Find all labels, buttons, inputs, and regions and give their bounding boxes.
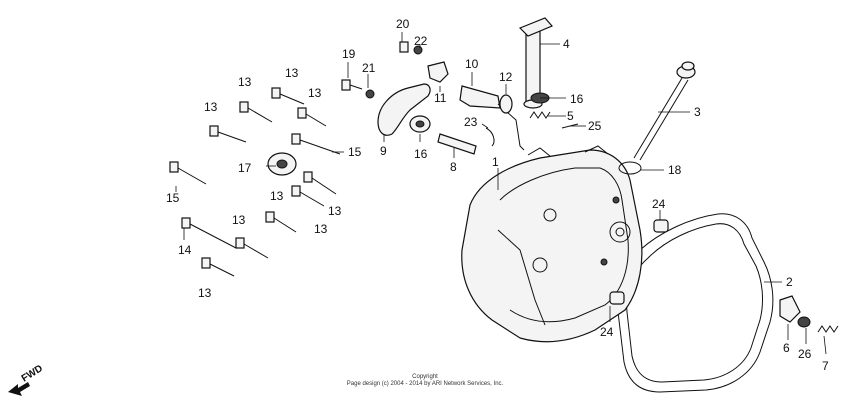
callout-24b: 24 bbox=[600, 325, 614, 339]
copyright-notice: Copyright Page design (c) 2004 - 2014 by… bbox=[300, 374, 550, 388]
callout-20: 20 bbox=[396, 17, 410, 31]
callout-14: 14 bbox=[178, 243, 192, 257]
callout-13h: 13 bbox=[232, 213, 246, 227]
forward-arrow-icon bbox=[8, 382, 30, 396]
bolt bbox=[209, 125, 247, 143]
callout-24a: 24 bbox=[652, 197, 666, 211]
bolt-19 bbox=[341, 79, 363, 91]
callout-11: 11 bbox=[434, 91, 447, 105]
bolt bbox=[169, 161, 207, 185]
bearing-16 bbox=[409, 115, 431, 133]
bolt bbox=[181, 217, 237, 249]
spring-5 bbox=[529, 111, 551, 119]
callout-17: 17 bbox=[238, 161, 252, 175]
callout-23: 23 bbox=[464, 115, 478, 129]
callout-9: 9 bbox=[380, 144, 387, 158]
arm-9 bbox=[377, 83, 431, 136]
arm-12-head bbox=[499, 94, 513, 114]
callout-13f: 13 bbox=[328, 204, 342, 218]
callout-labels: 1 2 3 4 5 6 7 8 9 10 11 12 13 13 13 13 1… bbox=[166, 17, 829, 373]
callout-13d: 13 bbox=[204, 100, 218, 114]
callout-3: 3 bbox=[694, 105, 701, 119]
callout-13a: 13 bbox=[238, 75, 252, 89]
callout-13b: 13 bbox=[285, 66, 299, 80]
dowel-pin-lower bbox=[609, 291, 625, 305]
callout-25: 25 bbox=[588, 119, 602, 133]
callout-7: 7 bbox=[822, 359, 829, 373]
bolt bbox=[303, 171, 337, 195]
callout-16a: 16 bbox=[414, 147, 428, 161]
gasket bbox=[617, 213, 774, 393]
bolt bbox=[291, 133, 341, 155]
callout-15a: 15 bbox=[348, 145, 362, 159]
bolt bbox=[265, 211, 297, 233]
bolt-group bbox=[169, 87, 341, 277]
fwd-label: FWD bbox=[20, 363, 45, 384]
callout-16b: 16 bbox=[570, 92, 584, 106]
o-ring-18 bbox=[618, 161, 642, 175]
bolt bbox=[239, 101, 273, 123]
crankcase-cover bbox=[461, 145, 643, 343]
bolt bbox=[271, 87, 305, 105]
callout-15b: 15 bbox=[166, 191, 180, 205]
bolt bbox=[291, 185, 325, 207]
spring-23 bbox=[485, 127, 495, 147]
bearing-17 bbox=[267, 152, 297, 176]
callout-1: 1 bbox=[492, 155, 499, 169]
callout-10: 10 bbox=[465, 57, 479, 71]
callout-21: 21 bbox=[362, 61, 376, 75]
bolt bbox=[201, 257, 235, 277]
callout-4: 4 bbox=[563, 37, 570, 51]
copyright-line-1: Copyright bbox=[412, 374, 438, 380]
callout-13e: 13 bbox=[270, 189, 284, 203]
oil-dipstick bbox=[633, 61, 696, 161]
collar-8 bbox=[437, 133, 477, 155]
bolt-20 bbox=[399, 41, 409, 53]
plate-10 bbox=[459, 85, 501, 109]
callout-13i: 13 bbox=[198, 286, 212, 300]
callout-5: 5 bbox=[567, 109, 574, 123]
bolt bbox=[297, 107, 327, 127]
callout-22: 22 bbox=[414, 34, 428, 48]
callout-6: 6 bbox=[783, 341, 790, 355]
callout-18: 18 bbox=[668, 163, 682, 177]
callout-12: 12 bbox=[499, 70, 513, 84]
part-6 bbox=[779, 295, 801, 323]
callout-8: 8 bbox=[450, 160, 457, 174]
dowel-pin-upper bbox=[653, 219, 669, 233]
shift-spindle bbox=[518, 17, 554, 109]
copyright-line-2: Page design (c) 2004 - 2014 by ARI Netwo… bbox=[346, 381, 504, 387]
callout-19: 19 bbox=[342, 47, 356, 61]
washer-26 bbox=[797, 316, 811, 328]
leader-lines bbox=[175, 32, 827, 355]
spring-7 bbox=[817, 325, 839, 333]
washer-21 bbox=[365, 89, 375, 99]
callout-26: 26 bbox=[798, 347, 812, 361]
callout-2: 2 bbox=[786, 275, 793, 289]
forward-direction-indicator: FWD bbox=[8, 363, 45, 396]
bolt bbox=[235, 237, 269, 259]
callout-13g: 13 bbox=[314, 222, 328, 236]
gasket-inner-edge bbox=[626, 223, 764, 383]
callout-13c: 13 bbox=[308, 86, 322, 100]
stopper-11 bbox=[427, 61, 449, 83]
